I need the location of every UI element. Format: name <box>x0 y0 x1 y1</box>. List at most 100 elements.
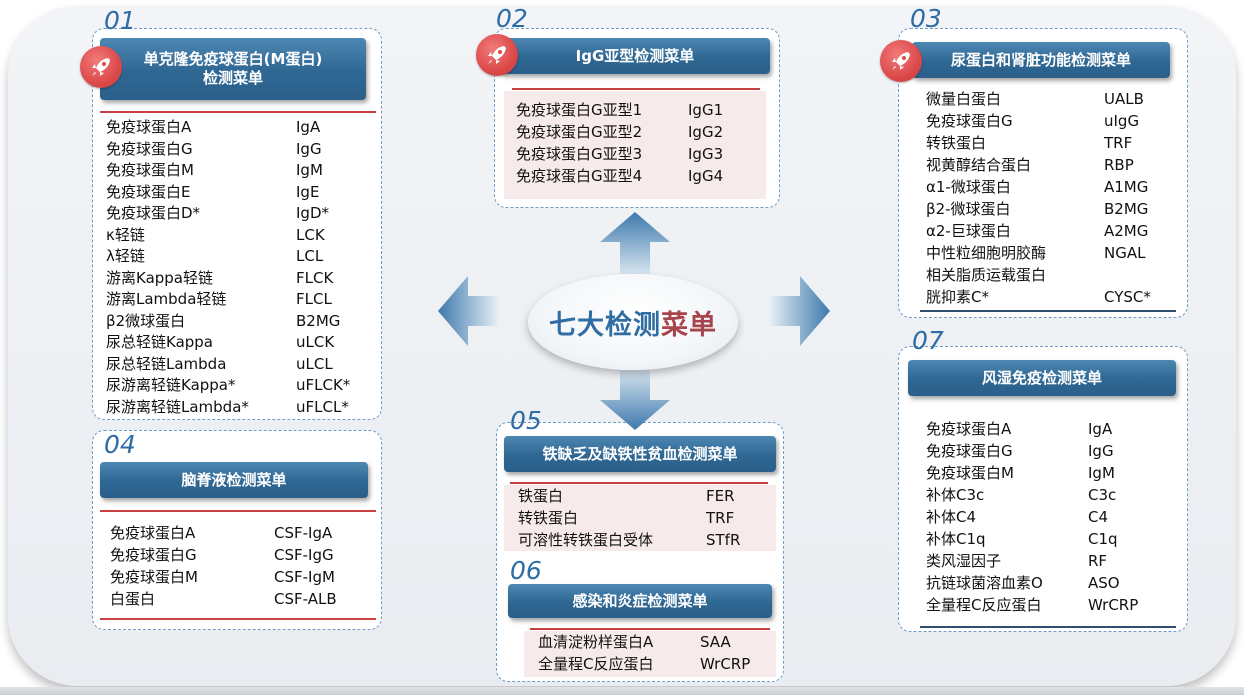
item-code: IgG <box>296 139 322 158</box>
item-name: α2-巨球蛋白 <box>926 222 1011 240</box>
item-code: IgA <box>296 118 321 136</box>
item-code: CSF-ALB <box>274 590 337 608</box>
panel-header: 铁缺乏及缺铁性贫血检测菜单 <box>504 436 776 472</box>
item-name: 免疫球蛋白M <box>110 568 198 586</box>
item-name: 免疫球蛋白M <box>926 464 1014 482</box>
rocket-icon <box>80 46 122 88</box>
item-name: 尿总轻链Kappa <box>106 333 213 351</box>
item-code: C1q <box>1088 530 1118 548</box>
item-code: STfR <box>706 531 741 549</box>
item-code: RBP <box>1104 156 1134 174</box>
item-code: CSF-IgA <box>274 524 333 542</box>
item-code: A1MG <box>1104 178 1149 196</box>
panel-number: 06 <box>510 556 542 585</box>
center-title: 七大检测菜单 <box>549 303 717 342</box>
item-code: WrCRP <box>700 655 751 673</box>
item-code: IgM <box>296 161 323 179</box>
bottom-strip <box>0 687 1244 695</box>
item-code: ASO <box>1088 574 1120 592</box>
item-name: 中性粒细胞明胶酶 <box>926 244 1047 262</box>
item-code: CSF-IgG <box>274 546 334 564</box>
header-divider <box>510 482 768 484</box>
item-code: LCK <box>296 225 325 244</box>
footer-divider <box>100 618 376 620</box>
item-code: WrCRP <box>1088 596 1139 614</box>
item-code: IgD* <box>296 204 329 222</box>
list-item: 免疫球蛋白A CSF-IgA <box>100 522 376 544</box>
item-name: 免疫球蛋白D* <box>106 204 201 222</box>
panel-number: 03 <box>910 4 942 33</box>
list-item: α1-微球蛋白 A1MG <box>920 176 1180 198</box>
panel-number: 04 <box>104 430 136 459</box>
item-name: 全量程C反应蛋白 <box>926 596 1042 614</box>
item-code: TRF <box>1104 134 1133 152</box>
center-title-part2: 菜单 <box>661 309 717 341</box>
item-code: IgG4 <box>688 167 724 185</box>
panel-number: 05 <box>510 406 542 435</box>
list-item: 中性粒细胞明胶酶 NGAL <box>920 242 1180 264</box>
center-title-part1: 七大检测 <box>549 309 661 341</box>
item-code: A2MG <box>1104 222 1149 240</box>
item-name: 免疫球蛋白A <box>110 524 196 542</box>
item-name: α1-微球蛋白 <box>926 178 1011 196</box>
item-name: 免疫球蛋白M <box>106 161 194 179</box>
footer-divider <box>920 310 1176 312</box>
item-code: uIgG <box>1104 112 1140 130</box>
list-item: 免疫球蛋白G亚型4 IgG4 <box>504 165 766 187</box>
item-name: 免疫球蛋白E <box>106 182 191 201</box>
item-name: 相关脂质运载蛋白 <box>926 266 1047 284</box>
item-name: 免疫球蛋白G亚型3 <box>516 145 643 163</box>
item-code: uFLCK* <box>296 376 351 394</box>
item-code: B2MG <box>1104 200 1149 218</box>
panel-header: 尿蛋白和肾脏功能检测菜单 <box>912 42 1170 78</box>
center-hub: 七大检测菜单 <box>528 274 738 370</box>
item-name: 免疫球蛋白G亚型2 <box>516 123 643 141</box>
list-item: 尿游离轻链Kappa*uFLCK* <box>100 374 376 396</box>
item-name: 血清淀粉样蛋白A <box>538 633 654 651</box>
item-code: SAA <box>700 633 731 651</box>
item-name: 视黄醇结合蛋白 <box>926 156 1032 174</box>
item-name: 尿游离轻链Lambda* <box>106 397 249 416</box>
item-code: C3c <box>1088 486 1117 504</box>
item-name: 微量白蛋白 <box>926 90 1002 108</box>
header-divider <box>512 88 760 90</box>
item-code: NGAL <box>1104 244 1146 262</box>
item-name: 可溶性转铁蛋白受体 <box>518 531 654 549</box>
item-name: 免疫球蛋白A <box>926 420 1012 438</box>
header-divider <box>100 111 376 113</box>
item-name: 补体C4 <box>926 508 977 526</box>
panel-header: 感染和炎症检测菜单 <box>508 584 772 618</box>
item-name: 补体C1q <box>926 530 986 548</box>
item-name: 免疫球蛋白G亚型4 <box>516 167 643 185</box>
list-item: 全量程C反应蛋白 WrCRP <box>920 594 1176 616</box>
item-code: IgG1 <box>688 101 724 119</box>
item-name: 免疫球蛋白G <box>106 139 193 158</box>
rocket-icon <box>880 40 922 82</box>
panel-header: 风湿免疫检测菜单 <box>908 360 1176 396</box>
item-name: κ轻链 <box>106 225 145 244</box>
list-item: 可溶性转铁蛋白受体 STfR <box>504 529 776 551</box>
item-name: 游离Kappa轻链 <box>106 268 213 287</box>
item-name: β2微球蛋白 <box>106 311 186 330</box>
panel-header: IgG亚型检测菜单 <box>500 38 770 74</box>
